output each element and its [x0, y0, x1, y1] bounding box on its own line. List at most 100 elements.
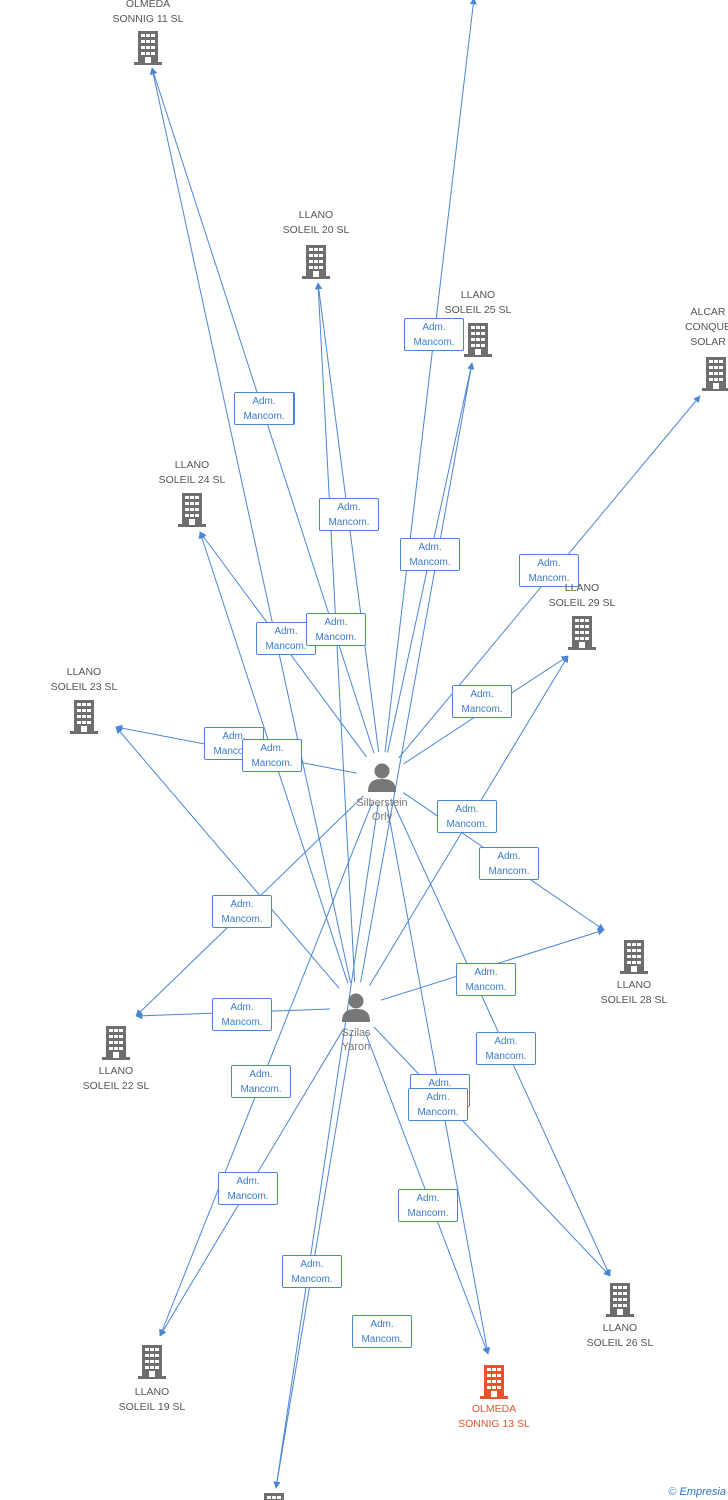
edge-role-label[interactable]: Adm. Mancom. [408, 1088, 468, 1121]
edge-role-line1: Adm. [370, 1319, 394, 1330]
edge-role-label[interactable]: Adm. Mancom. [319, 498, 379, 531]
edge-role-line1: Adm. [324, 617, 348, 628]
building-icon-llano20[interactable] [302, 245, 330, 279]
building-icon-offbottom[interactable] [260, 1493, 288, 1500]
edge-role-label[interactable]: Adm.Mancom. [231, 1065, 291, 1098]
edge-role-line2: Mancom. [315, 632, 357, 643]
edge-role-line1: Adm. [249, 1069, 273, 1080]
edge-role-line1: Adm. [222, 731, 246, 742]
company-label-llano24[interactable]: LLANO SOLEIL 24 SL [158, 459, 226, 486]
edge-role-line2: Mancom. [465, 982, 507, 993]
building-icon-llano29[interactable] [568, 616, 596, 650]
edge-role-line2: Mancom. [227, 1191, 269, 1202]
building-icon-llano23[interactable] [70, 700, 98, 734]
edge-role-label[interactable]: Adm. Mancom. [456, 963, 516, 996]
brand-logo-text: Empresia [679, 1486, 726, 1498]
person-label-orly[interactable]: Silberstein Orly [356, 797, 408, 823]
edge-role-label[interactable]: Adm. Mancom. [404, 318, 464, 351]
edge-role-line2: Mancom. [485, 1051, 527, 1062]
edge-role-line2: Mancom. [221, 1017, 263, 1028]
edge-role-label[interactable]: Adm. Mancom. [398, 1189, 458, 1222]
company-label-alcar[interactable]: ALCAR CONQUE SOLAR [684, 306, 728, 348]
edge-role-line2: Mancom. [213, 746, 255, 757]
edge-role-label[interactable]: Adm. Mancom. [437, 800, 497, 833]
person-icon-yaron[interactable] [342, 993, 370, 1023]
edge-role-line2: Mancom. [446, 819, 488, 830]
edge-role-line2: Mancom. [409, 557, 451, 568]
company-label-olmeda13[interactable]: OLMEDA SONNIG 13 SL [458, 1403, 530, 1430]
edge-role-line1: Adm. [230, 1002, 254, 1013]
edge-yaron-llano25 [360, 362, 475, 983]
edge-role-line2: Mancom. [265, 641, 307, 652]
edge-role-line1: Adm. [428, 1078, 452, 1089]
edge-role-line1: Adm. [537, 558, 561, 569]
edge-yaron-llano26 [373, 1026, 611, 1277]
edge-role-line1: Adm. [494, 1036, 518, 1047]
company-label-llano25[interactable]: LLANO SOLEIL 25 SL [444, 289, 512, 316]
building-icon-llano26[interactable] [606, 1283, 634, 1317]
edge-role-label[interactable]: Adm. Mancom. [479, 847, 539, 880]
edge-role-label[interactable]: Adm. Mancom. [212, 998, 272, 1031]
edge-role-label[interactable]: Adm. Mancom. [352, 1315, 412, 1348]
edge-role-label[interactable]: Adm. Mancom. [218, 1172, 278, 1205]
edge-role-line2: Mancom. [328, 517, 370, 528]
edge-role-line2: Mancom. [243, 411, 285, 422]
edge-role-line2: Mancom. [528, 573, 570, 584]
edge-role-line1: Adm. [252, 396, 276, 407]
edge-role-label[interactable]: Adm.Mancom. [242, 739, 302, 772]
edge-role-line1: Adm. [416, 1193, 440, 1204]
building-icon-olmeda11[interactable] [134, 31, 162, 65]
edge-role-line1: Adm. [474, 967, 498, 978]
building-icon-llano28[interactable] [620, 940, 648, 974]
edge-role-line1: Adm. [422, 322, 446, 333]
building-icon-olmeda13[interactable] [480, 1365, 508, 1399]
edge-orly-offbottom [273, 803, 379, 1489]
edge-role-label[interactable]: Adm. Mancom. [476, 1032, 536, 1065]
building-icon-llano24[interactable] [178, 493, 206, 527]
company-label-llano20[interactable]: LLANO SOLEIL 20 SL [282, 209, 350, 236]
edge-role-label[interactable]: Adm. Mancom. [400, 538, 460, 571]
company-label-llano29[interactable]: LLANO SOLEIL 29 SL [548, 582, 616, 609]
person-label-yaron[interactable]: Szilas Yaron [341, 1027, 371, 1053]
company-label-llano23[interactable]: LLANO SOLEIL 23 SL [50, 666, 118, 693]
edge-role-label[interactable]: Adm. Mancom. [519, 554, 579, 587]
edge-role-line2: Mancom. [221, 914, 263, 925]
company-label-llano19[interactable]: LLANO SOLEIL 19 SL [118, 1386, 186, 1413]
edge-role-line2: Mancom. [251, 758, 293, 769]
edge-role-label[interactable]: Adm. Mancom. [306, 613, 366, 646]
company-label-llano28[interactable]: LLANO SOLEIL 28 SL [600, 979, 668, 1006]
edge-role-label[interactable]: Adm. Mancom. [452, 685, 512, 718]
copyright-symbol: © [668, 1486, 677, 1498]
company-label-olmeda11[interactable]: OLMEDA SONNIG 11 SL [112, 0, 184, 25]
company-label-llano22[interactable]: LLANO SOLEIL 22 SL [82, 1065, 150, 1092]
person-icon-orly[interactable] [368, 763, 396, 793]
edge-yaron-llano23 [115, 726, 340, 989]
building-icon-llano22[interactable] [102, 1026, 130, 1060]
edge-role-line1: Adm. [236, 1176, 260, 1187]
edge-role-line2: Mancom. [461, 704, 503, 715]
edge-role-line1: Adm. [426, 1092, 450, 1103]
edge-role-line1: Adm. [274, 626, 298, 637]
company-label-llano26[interactable]: LLANO SOLEIL 26 SL [586, 1322, 654, 1349]
building-icon-llano19[interactable] [138, 1345, 166, 1379]
edge-yaron-olmeda11 [149, 67, 351, 983]
edge-role-line1: Adm. [455, 804, 479, 815]
building-icon-llano25[interactable] [464, 323, 492, 357]
edge-role-line1: Adm. [337, 502, 361, 513]
edge-role-line2: Mancom. [361, 1334, 403, 1345]
edge-role-line1: Adm. [470, 689, 494, 700]
edge-role-label[interactable]: Adm.Mancom. [282, 1255, 342, 1288]
edge-role-line2: Mancom. [417, 1107, 459, 1118]
edge-orly-offtop [384, 0, 477, 753]
edge-role-label[interactable]: Adm. Mancom. [234, 392, 294, 425]
edge-role-line2: Mancom. [407, 1208, 449, 1219]
edge-role-line2: Mancom. [488, 866, 530, 877]
footer-brand[interactable]: ©Empresia [668, 1486, 726, 1498]
edge-role-line1: Adm. [497, 851, 521, 862]
edge-role-line2: Mancom. [413, 337, 455, 348]
edge-role-line1: Adm. [418, 542, 442, 553]
edge-role-line1: Adm. [230, 899, 254, 910]
edge-role-label[interactable]: Adm. Mancom. [212, 895, 272, 928]
edge-role-line2: Mancom. [291, 1274, 333, 1285]
building-icon-alcar[interactable] [702, 357, 728, 391]
